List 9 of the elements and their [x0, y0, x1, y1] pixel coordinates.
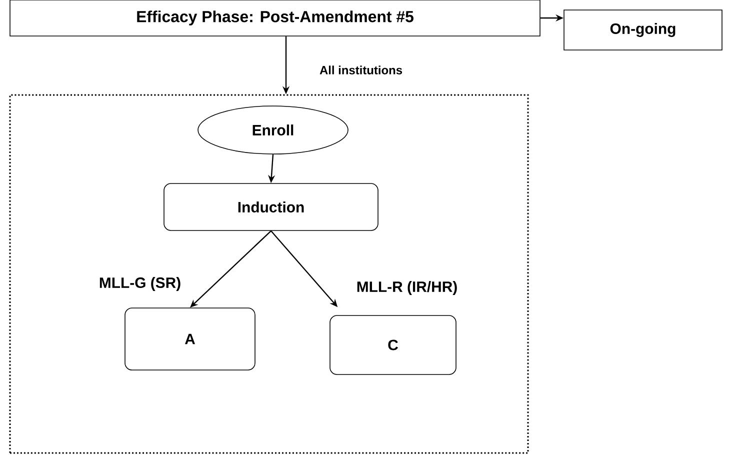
edge-label: MLL-R (IR/HR) [355, 280, 459, 296]
edge-label: MLL-G (SR) [98, 276, 182, 292]
phase-box: Efficacy Phase: Post-Amendment #5 [10, 0, 540, 36]
arm-box: A [124, 308, 256, 370]
edge-label: All institutions [318, 64, 404, 76]
process-box: Induction [164, 183, 378, 231]
arm-box: C [330, 315, 456, 375]
status-box: On-going [564, 10, 722, 50]
group-frame [9, 94, 529, 454]
